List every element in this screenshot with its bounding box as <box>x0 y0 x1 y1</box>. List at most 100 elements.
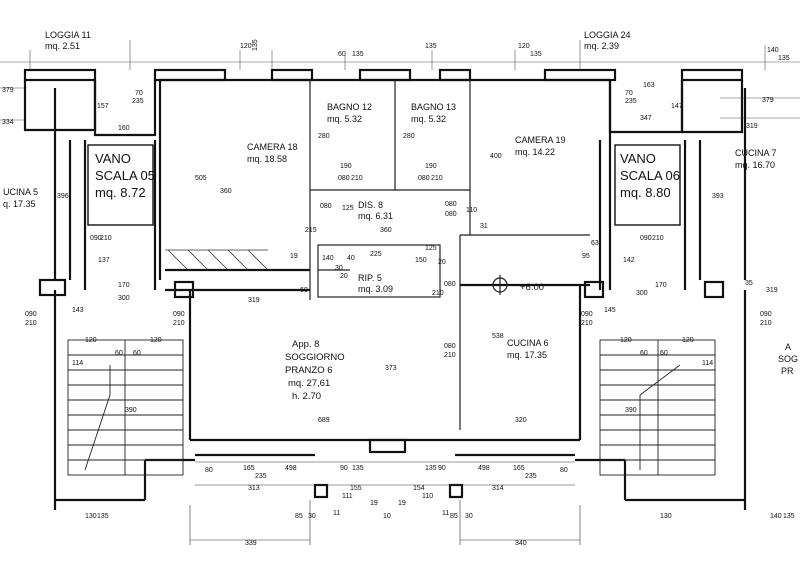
room-bagno-12-area: mq. 5.32 <box>327 114 362 124</box>
room-dis-8-name: DIS. 8 <box>358 200 383 210</box>
dim-label: 080 <box>445 201 457 208</box>
dim-label: 390 <box>625 407 637 414</box>
dim-label: 090 <box>173 311 185 318</box>
dim-label: 090 <box>25 311 37 318</box>
soggiorno-line5: h. 2.70 <box>292 391 321 402</box>
room-cucina-5-area: q. 17.35 <box>3 199 36 209</box>
dim-label: 347 <box>640 115 652 122</box>
dim-label: 145 <box>604 307 616 314</box>
dim-label: 30 <box>465 513 473 520</box>
dim-label: 154 <box>413 485 425 492</box>
dim-label: 210 <box>444 352 456 359</box>
dim-label: 210 <box>25 320 37 327</box>
dim-label: 19 <box>398 500 406 507</box>
dim-label: 130 <box>85 513 97 520</box>
room-dis-8-area: mq. 6.31 <box>358 211 393 221</box>
right-cut-line2: SOG <box>778 354 798 364</box>
room-labels: LOGGIA 11 mq. 2.51 LOGGIA 24 mq. 2.39 CA… <box>3 30 798 402</box>
room-loggia-24-name: LOGGIA 24 <box>584 30 631 40</box>
dim-label: 114 <box>72 360 83 367</box>
vano-right-line3: mq. 8.80 <box>620 185 671 200</box>
dim-label: 235 <box>525 473 537 480</box>
room-camera-19-name: CAMERA 19 <box>515 135 566 145</box>
dim-label: 40 <box>347 255 355 262</box>
dim-label: 080 <box>444 343 456 350</box>
dim-label: 190 <box>340 163 352 170</box>
lift-shafts <box>87 144 681 295</box>
vano-right-line1: VANO <box>620 151 656 166</box>
dim-label: 114 <box>702 360 713 367</box>
dim-label: 165 <box>513 465 525 472</box>
room-rip-5-name: RIP. 5 <box>358 273 382 283</box>
dim-label: 135 <box>778 55 790 62</box>
dim-label: 20 <box>340 273 348 280</box>
dim-label: 90 <box>340 465 348 472</box>
dimension-labels: 120 135 60 135 135 120 135 140 135 379 7… <box>2 39 795 547</box>
dim-label: 95 <box>582 253 590 260</box>
dim-label: 85 <box>295 513 303 520</box>
dim-label: 390 <box>125 407 137 414</box>
dim-label: 498 <box>285 465 297 472</box>
dim-label: 135 <box>425 43 437 50</box>
staircase-right <box>599 339 716 476</box>
dim-label: 396 <box>57 193 69 200</box>
dim-label: 130 <box>660 513 672 520</box>
soggiorno-line3: PRANZO 6 <box>285 365 333 376</box>
dim-label: 090 <box>90 235 102 242</box>
dim-label: 30 <box>308 513 316 520</box>
room-bagno-13-area: mq. 5.32 <box>411 114 446 124</box>
elevation-mark: +6.00 <box>520 282 544 293</box>
dim-label: 235 <box>625 98 637 105</box>
dim-label: 280 <box>318 133 330 140</box>
dim-label: 170 <box>118 282 130 289</box>
right-cut-line1: A <box>785 342 791 352</box>
dim-label: 360 <box>220 188 232 195</box>
dim-label: 319 <box>766 287 778 294</box>
dim-label: 319 <box>746 123 758 130</box>
dim-label: 334 <box>2 119 14 126</box>
dim-label: 090 <box>640 235 652 242</box>
dim-label: 60 <box>338 51 346 58</box>
dim-label: 210 <box>432 290 444 297</box>
dim-label: 120 <box>150 337 162 344</box>
dim-label: 225 <box>370 251 382 258</box>
dim-label: 137 <box>98 257 110 264</box>
dim-label: 135 <box>97 513 109 520</box>
dim-label: 60 <box>300 287 308 294</box>
dim-label: 70 <box>135 90 143 97</box>
vano-left-line3: mq. 8.72 <box>95 185 146 200</box>
dim-label: 210 <box>581 320 593 327</box>
dim-label: 11 <box>333 510 340 517</box>
dim-label: 135 <box>425 465 437 472</box>
dim-label: 210 <box>351 175 363 182</box>
dim-label: 313 <box>248 485 260 492</box>
dim-label: 120 <box>240 43 252 50</box>
dim-label: 505 <box>195 175 207 182</box>
dim-label: 63 <box>591 240 599 247</box>
dim-label: 140 <box>770 513 782 520</box>
dim-label: 300 <box>636 290 648 297</box>
dim-label: 163 <box>643 82 655 89</box>
dim-label: 280 <box>403 133 415 140</box>
dim-label: 135 <box>352 51 364 58</box>
dim-label: 135 <box>783 513 795 520</box>
dim-label: 235 <box>132 98 144 105</box>
dim-label: 379 <box>762 97 774 104</box>
dim-label: 210 <box>431 175 443 182</box>
dim-label: 080 <box>444 281 456 288</box>
dim-label: 90 <box>438 465 446 472</box>
dim-label: 80 <box>205 467 213 474</box>
dim-label: 393 <box>712 193 724 200</box>
soggiorno-line4: mq. 27,61 <box>288 378 330 389</box>
soggiorno-line1: App. 8 <box>292 339 319 350</box>
dim-label: 147 <box>671 103 683 110</box>
dim-label: 10 <box>383 513 391 520</box>
dim-label: 135 <box>252 39 259 51</box>
dim-label: 080 <box>320 203 332 210</box>
dim-label: 155 <box>350 485 362 492</box>
room-bagno-12-name: BAGNO 12 <box>327 102 372 112</box>
dim-label: 120 <box>518 43 530 50</box>
dim-label: 360 <box>380 227 392 234</box>
dim-label: 210 <box>173 320 185 327</box>
